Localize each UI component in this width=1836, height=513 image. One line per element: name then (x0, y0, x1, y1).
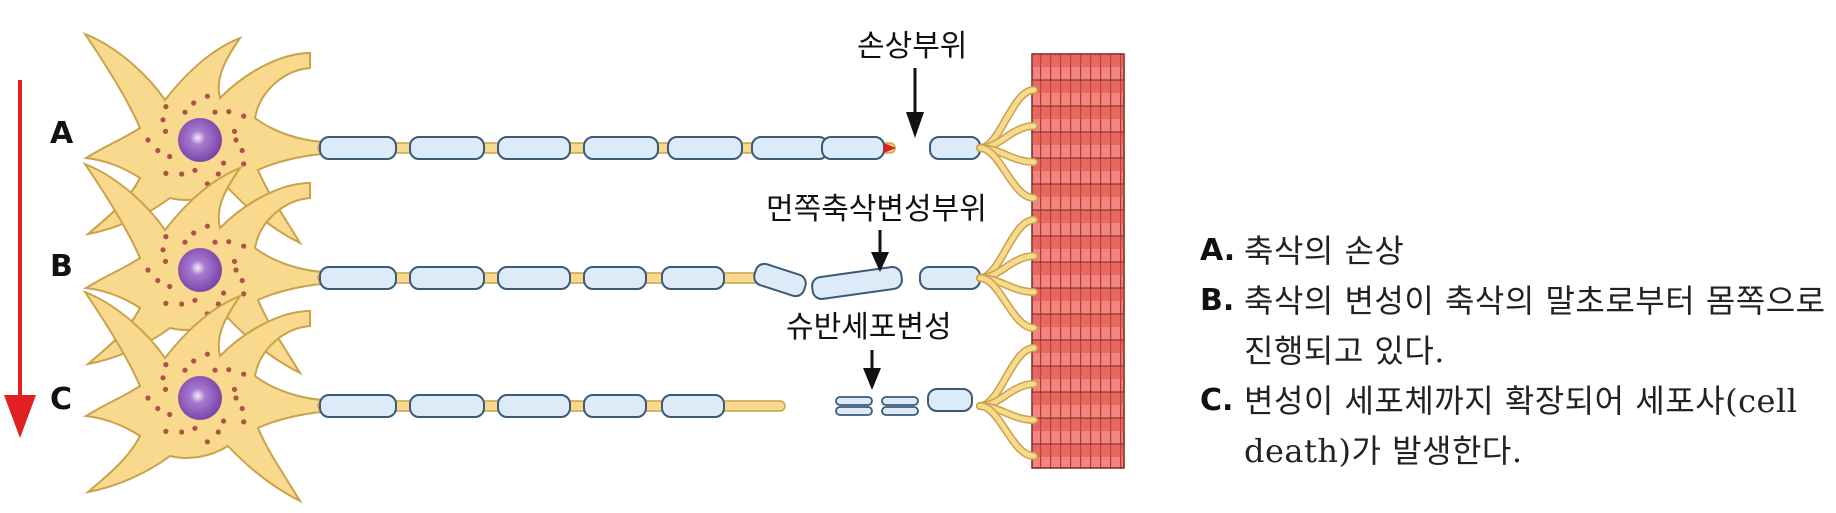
myelin-debris-1 (835, 396, 873, 406)
terminal-c (976, 344, 1038, 460)
myelin-segment-c-5 (661, 394, 725, 418)
legend-key-c: C. (1200, 383, 1234, 418)
row-label-c: C (50, 382, 72, 417)
myelin-degenerating-b-2 (811, 266, 903, 300)
myelin-segment-c-4 (583, 394, 647, 418)
myelin-segment-c-1 (319, 394, 397, 418)
terminal-a (976, 86, 1038, 202)
legend-text-b: 축삭의 변성이 축삭의 말초로부터 몸쪽으로 진행되고 있다. (1244, 282, 1826, 370)
time-arrow (4, 80, 36, 438)
legend: A. 축삭의 손상 B. 축삭의 변성이 축삭의 말초로부터 몸쪽으로 진행되고… (1200, 226, 1830, 476)
myelin-debris-4 (881, 406, 919, 416)
myelin-segment-a-6 (751, 136, 829, 160)
injury-site-label: 손상부위 (857, 29, 967, 64)
neuron-b (82, 161, 323, 376)
myelin-segment-a-5 (667, 136, 743, 160)
legend-item-a: A. 축삭의 손상 (1200, 226, 1830, 276)
legend-item-b: B. 축삭의 변성이 축삭의 말초로부터 몸쪽으로 진행되고 있다. (1200, 276, 1830, 376)
myelin-segment-a-4 (583, 136, 659, 160)
schwann-degeneration-label: 슈반세포변성 (786, 310, 952, 345)
nucleus-a (178, 118, 222, 162)
nissl-granules-c (145, 351, 247, 445)
myelin-segment-b-3 (497, 266, 571, 290)
myelin-debris-3 (881, 396, 919, 406)
legend-text-a: 축삭의 손상 (1244, 232, 1405, 270)
myelin-distal-a (929, 136, 981, 160)
myelin-segment-c-3 (497, 394, 571, 418)
myelin-segment-a-2 (409, 136, 485, 160)
nissl-granules-a (145, 93, 247, 187)
row-label-a: A (50, 116, 74, 151)
myelin-distal-b (919, 266, 981, 290)
nucleus-c (178, 376, 222, 420)
myelin-segment-c-2 (409, 394, 485, 418)
myelin-segment-b-4 (583, 266, 647, 290)
distal-degeneration-arrow (871, 230, 889, 272)
legend-key-b: B. (1200, 283, 1235, 318)
schwann-degeneration-arrow (863, 350, 881, 390)
nucleus-b (178, 248, 222, 292)
axons (317, 136, 981, 418)
nerve-terminals (976, 86, 1038, 460)
myelin-degenerating-b-1 (753, 262, 807, 298)
myelin-segment-b-5 (661, 266, 725, 290)
myelin-distal-c (927, 388, 973, 412)
myelin-segment-b-1 (319, 266, 397, 290)
neuron-cell-bodies (82, 31, 323, 504)
legend-key-a: A. (1200, 233, 1236, 268)
myelin-segment-a-1 (319, 136, 397, 160)
legend-text-c: 변성이 세포체까지 확장되어 세포사(cell death)가 발생한다. (1244, 382, 1798, 470)
myelin-segment-a-3 (497, 136, 571, 160)
injury-site-arrow (906, 68, 924, 138)
row-label-b: B (50, 249, 73, 284)
nissl-granules-b (145, 223, 247, 317)
myelin-debris-2 (835, 406, 873, 416)
myelin-segment-a-7 (821, 136, 885, 160)
terminal-b (976, 216, 1038, 332)
neuron-c (82, 289, 323, 504)
neuron-a (82, 31, 323, 246)
muscle-fibers (1031, 53, 1125, 469)
distal-degeneration-label: 먼쪽축삭변성부위 (766, 192, 987, 227)
injury-cut-a (884, 143, 896, 153)
legend-item-c: C. 변성이 세포체까지 확장되어 세포사(cell death)가 발생한다. (1200, 376, 1830, 476)
myelin-segment-b-2 (409, 266, 485, 290)
